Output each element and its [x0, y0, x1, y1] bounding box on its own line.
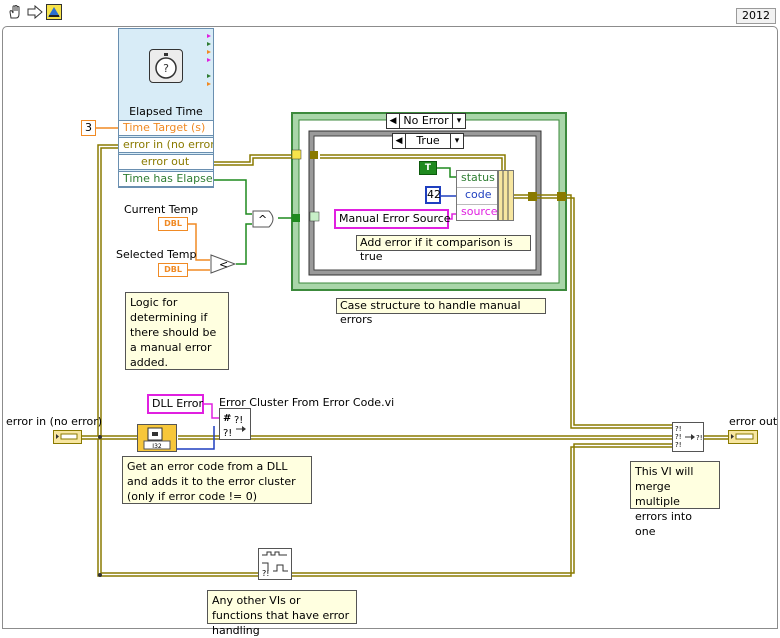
svg-text:I32: I32 — [152, 443, 162, 450]
express-terminal-markers — [207, 34, 211, 94]
svg-text:?!: ?! — [675, 441, 682, 449]
bundle-code: code — [457, 188, 497, 205]
true-constant[interactable]: T — [419, 161, 437, 175]
current-temp-terminal[interactable]: DBL — [158, 217, 188, 231]
dll-error-constant[interactable]: DLL Error — [147, 394, 204, 414]
error-cluster-vi-label: Error Cluster From Error Code.vi — [219, 396, 395, 409]
case-selector-inner[interactable]: ◀ True ▾ — [392, 133, 464, 149]
error-in-label: error in (no error) — [6, 415, 103, 428]
elapsed-time-title: Elapsed Time — [129, 105, 203, 118]
stopwatch-icon: ? — [149, 49, 183, 83]
error-out-label: error out — [729, 415, 778, 428]
call-library-node[interactable]: I32 — [137, 424, 177, 452]
time-has-elapsed-terminal[interactable]: Time has Elapsed — [118, 171, 214, 187]
svg-text:?!: ?! — [696, 434, 703, 442]
selected-temp-terminal[interactable]: DBL — [158, 263, 188, 277]
decrement-icon[interactable]: ◀ — [389, 116, 397, 126]
decrement-icon[interactable]: ◀ — [395, 136, 403, 146]
svg-text:<: < — [219, 258, 228, 271]
error-out-indicator[interactable] — [728, 430, 758, 444]
error-in-control[interactable] — [53, 430, 82, 444]
time-target-terminal[interactable]: Time Target (s) — [118, 120, 214, 136]
labview-logo-icon — [45, 3, 63, 21]
less-than-node[interactable]: < — [210, 254, 237, 274]
other-vis-note: Any other VIs or functions that have err… — [207, 590, 357, 637]
toolbar: 2012 — [0, 0, 780, 26]
svg-text:?!: ?! — [262, 569, 269, 578]
selected-temp-label: Selected Temp — [116, 248, 197, 261]
hand-tool-icon[interactable] — [6, 3, 24, 21]
svg-text:?: ? — [163, 62, 169, 75]
bundle-cluster-icon — [498, 170, 514, 221]
bundle-source: source — [461, 205, 498, 218]
add-error-note: Add error if it comparison is true — [356, 235, 531, 263]
case-structure-note: Case structure to handle manual errors — [336, 298, 546, 326]
time-target-constant[interactable]: 3 — [81, 120, 96, 136]
svg-text:?!: ?! — [234, 415, 243, 426]
generic-subvi-node[interactable]: ?! — [258, 548, 292, 580]
chevron-down-icon[interactable]: ▾ — [454, 136, 460, 146]
merge-errors-node[interactable]: ?!?!?!?! — [672, 422, 704, 452]
bundle-status: status — [457, 171, 497, 188]
case-selector-outer[interactable]: ◀ No Error ▾ — [386, 113, 466, 129]
error-in-terminal[interactable]: error in (no error) — [118, 137, 214, 153]
svg-text:^: ^ — [258, 213, 267, 226]
svg-text:?!: ?! — [223, 428, 232, 439]
error-out-terminal[interactable]: error out — [118, 154, 214, 170]
and-node[interactable]: ^ — [252, 210, 278, 228]
bundle-by-name-node[interactable]: status code source — [456, 170, 498, 221]
labview-version-label: 2012 — [736, 8, 776, 24]
svg-text:#: # — [223, 413, 231, 424]
svg-text:?!: ?! — [675, 425, 682, 433]
run-arrow-icon[interactable] — [26, 3, 44, 21]
manual-error-source-constant[interactable]: Manual Error Source — [334, 209, 451, 229]
current-temp-label: Current Temp — [124, 203, 199, 216]
dll-note: Get an error code from a DLL and adds it… — [122, 456, 312, 504]
svg-text:?!: ?! — [675, 433, 682, 441]
chevron-down-icon[interactable]: ▾ — [456, 116, 462, 126]
error-cluster-from-code-vi[interactable]: #?!?! — [219, 408, 251, 440]
merge-note: This VI will merge multiple errors into … — [630, 461, 720, 538]
code-constant[interactable]: 42 — [425, 186, 441, 204]
logic-note: Logic for determining if there should be… — [125, 292, 229, 370]
